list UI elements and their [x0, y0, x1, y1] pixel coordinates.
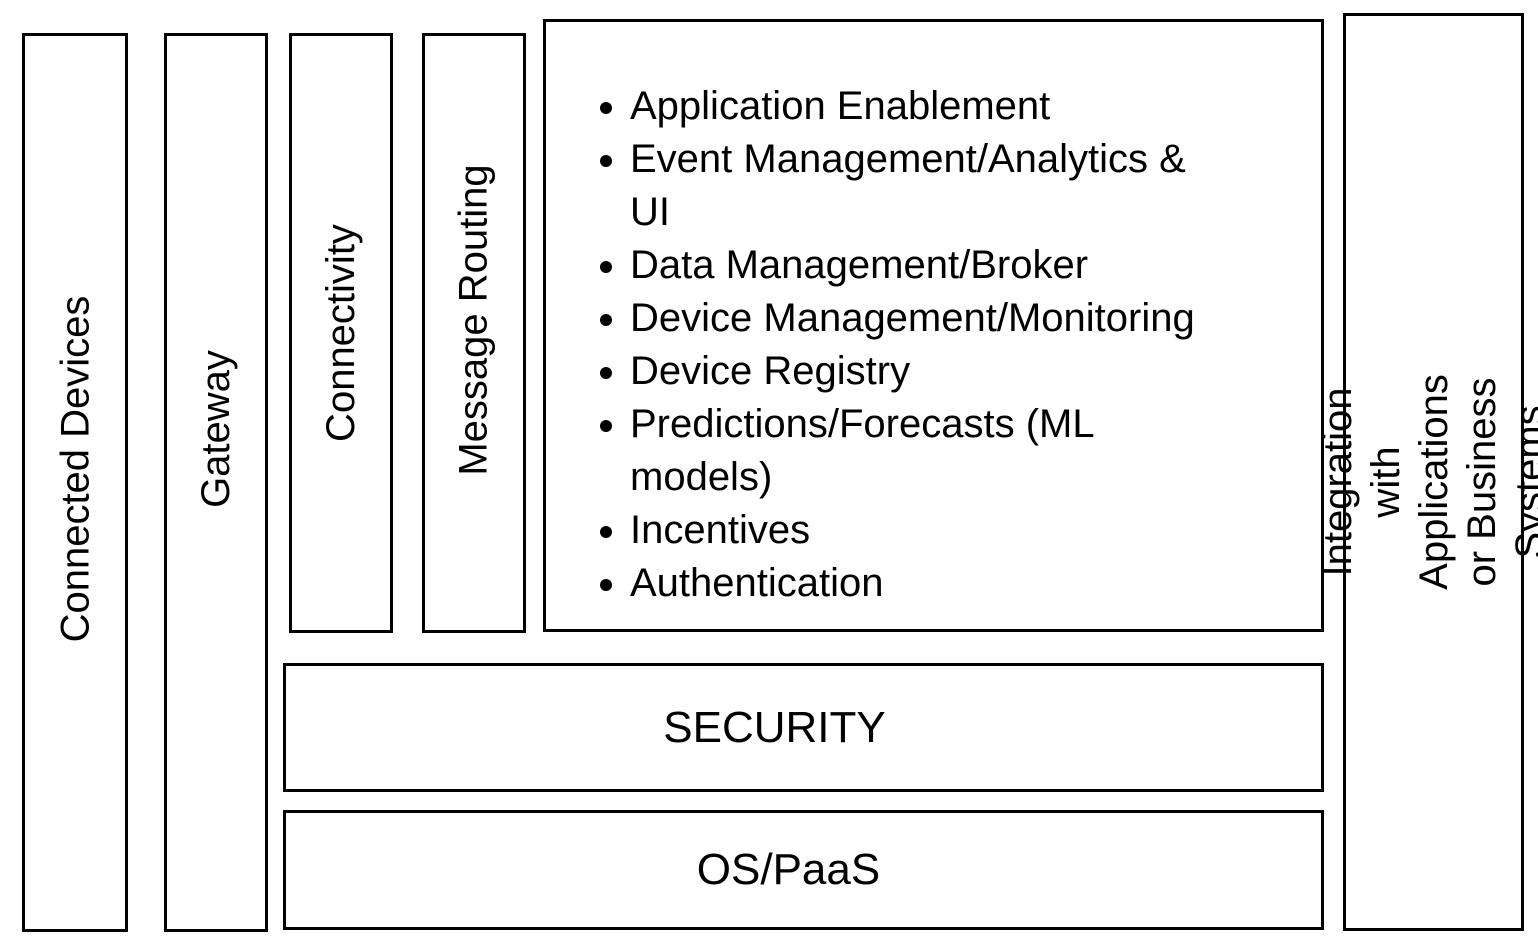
integration-box: Integration with Applications or Busines…: [1316, 13, 1538, 931]
platform-feature-item: Data Management/Broker: [630, 239, 1305, 292]
platform-feature-item: Device Registry: [630, 345, 1305, 398]
connectivity-label: Connectivity: [319, 224, 363, 442]
connected-devices-label: Connected Devices: [53, 295, 98, 642]
integration-label: Integration with Applications or Busines…: [1315, 374, 1538, 590]
os-paas-layer-box: OS/PaaS: [283, 810, 1324, 930]
platform-feature-item: Application Enablement: [630, 80, 1305, 133]
gateway-label: Gateway: [194, 349, 239, 508]
gateway-box: Gateway: [164, 33, 268, 932]
platform-feature-item: Event Management/Analytics & UI: [630, 133, 1305, 239]
platform-capabilities-box: Application EnablementEvent Management/A…: [543, 19, 1324, 632]
platform-feature-item: Predictions/Forecasts (ML models): [630, 398, 1305, 504]
connectivity-box: Connectivity: [289, 33, 393, 633]
platform-feature-list: Application EnablementEvent Management/A…: [546, 22, 1321, 610]
message-routing-label: Message Routing: [452, 164, 497, 476]
platform-feature-item: Device Management/Monitoring: [630, 292, 1305, 345]
security-label: SECURITY: [663, 702, 886, 752]
security-layer-box: SECURITY: [283, 663, 1324, 792]
message-routing-box: Message Routing: [422, 33, 526, 633]
platform-feature-item: Incentives: [630, 504, 1305, 557]
os-paas-label: OS/PaaS: [696, 845, 881, 894]
platform-feature-item: Authentication: [630, 557, 1305, 610]
connected-devices-box: Connected Devices: [22, 33, 128, 932]
